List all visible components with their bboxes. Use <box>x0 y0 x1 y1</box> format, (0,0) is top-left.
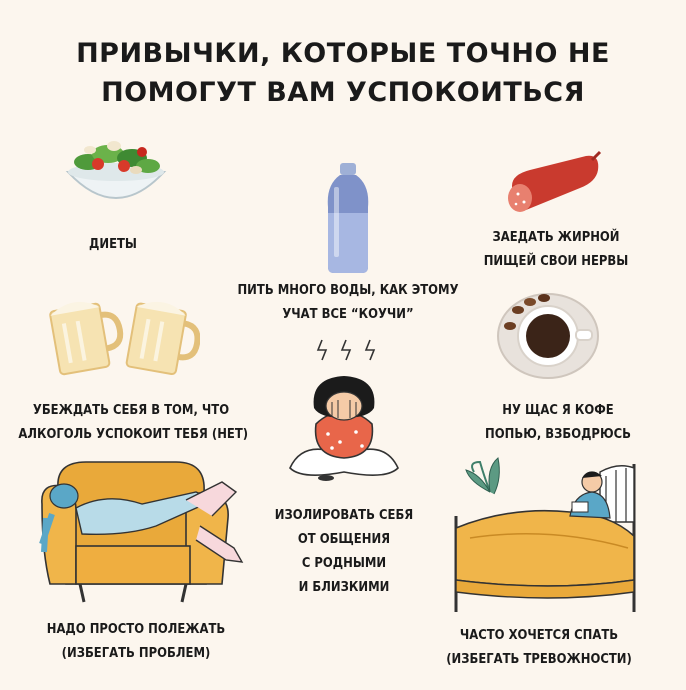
stressed-person-icon <box>289 376 399 481</box>
armchair-person-icon <box>39 461 244 603</box>
bed-person-icon <box>454 457 636 612</box>
beer-mugs-icon <box>49 301 200 376</box>
title-line-2: ПОМОГУТ ВАМ УСПОКОИТЬСЯ <box>101 77 585 108</box>
caption-lie-down: НАДО ПРОСТО ПОЛЕЖАТЬ (ИЗБЕГАТЬ ПРОБЛЕМ) <box>46 621 226 661</box>
caption-diets: ДИЕТЫ <box>89 236 137 252</box>
caption-isolate: ИЗОЛИРОВАТЬ СЕБЯ ОТ ОБЩЕНИЯ С РОДНЫМИ И … <box>274 507 414 595</box>
caption-coffee: НУ ЩАС Я КОФЕ ПОПЬЮ, ВЗБОДРЮСЬ <box>485 402 631 442</box>
caption-alcohol: УБЕЖДАТЬ СЕБЯ В ТОМ, ЧТО АЛКОГОЛЬ УСПОКО… <box>18 402 249 442</box>
page-title: ПРИВЫЧКИ, КОТОРЫЕ ТОЧНО НЕ ПОМОГУТ ВАМ У… <box>0 34 686 112</box>
lightning-icon <box>316 339 376 361</box>
caption-water: ПИТЬ МНОГО ВОДЫ, КАК ЭТОМУ УЧАТ ВСЕ “КОУ… <box>237 282 459 322</box>
caption-sleep: ЧАСТО ХОЧЕТСЯ СПАТЬ (ИЗБЕГАТЬ ТРЕВОЖНОСТ… <box>446 627 632 667</box>
caption-fatty-food: ЗАЕДАТЬ ЖИРНОЙ ПИЩЕЙ СВОИ НЕРВЫ <box>483 229 629 269</box>
title-line-1: ПРИВЫЧКИ, КОТОРЫЕ ТОЧНО НЕ <box>76 38 610 69</box>
salad-bowl-icon <box>65 141 167 199</box>
water-bottle-icon <box>327 163 369 273</box>
coffee-cup-icon <box>497 293 599 379</box>
sausage-icon <box>508 150 602 212</box>
